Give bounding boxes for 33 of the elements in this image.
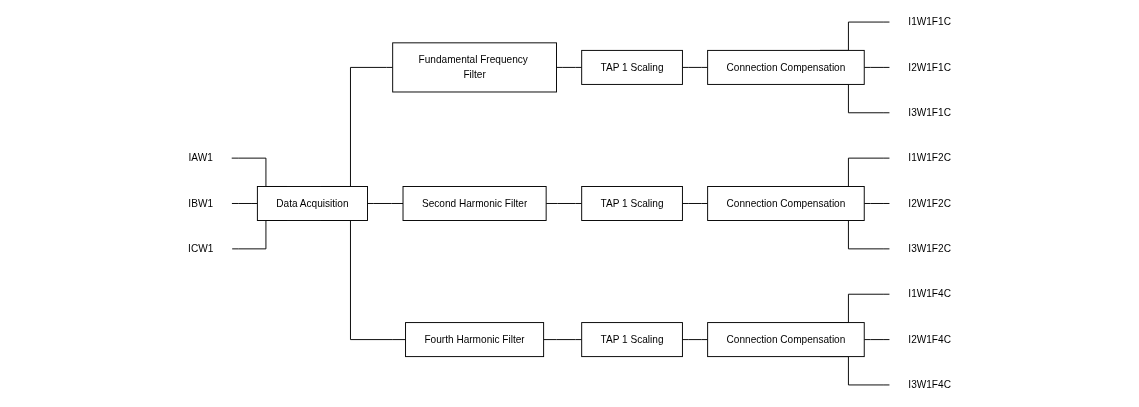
node-text: I2W1F4C xyxy=(908,333,951,345)
node-box: Second Harmonic Filter xyxy=(402,186,547,221)
connector xyxy=(863,66,890,68)
connector xyxy=(543,339,583,341)
connector xyxy=(556,66,583,68)
node-box: Connection Compensation xyxy=(707,322,865,358)
connector xyxy=(681,66,709,68)
connector xyxy=(231,203,258,204)
connector xyxy=(681,203,709,204)
connector xyxy=(863,339,890,341)
node-box: Connection Compensation xyxy=(707,186,865,221)
node-box: Data Acquisition xyxy=(256,186,368,221)
connector xyxy=(863,203,890,204)
connector xyxy=(545,203,583,204)
node-text: I1W1F4C xyxy=(908,288,951,300)
node-text: I3W1F2C xyxy=(908,243,951,254)
node-text: I3W1F4C xyxy=(908,379,951,390)
node-text: I1W1F1C xyxy=(908,16,951,28)
node-box: Fourth Harmonic Filter xyxy=(405,322,545,358)
node-text: I3W1F1C xyxy=(908,107,951,118)
node-text: IBW1 xyxy=(188,197,214,209)
node-text: IAW1 xyxy=(188,152,213,164)
connector xyxy=(681,339,709,341)
node-text: ICW1 xyxy=(188,243,214,254)
node-text: I2W1F1C xyxy=(908,61,951,73)
node-box: TAP 1 Scaling xyxy=(581,322,683,358)
node-box: TAP 1 Scaling xyxy=(581,186,683,221)
node-box: Connection Compensation xyxy=(707,49,865,85)
connector xyxy=(367,203,404,204)
node-text: I2W1F2C xyxy=(908,197,951,209)
node-box: TAP 1 Scaling xyxy=(581,49,683,85)
node-box: Fundamental Frequency Filter xyxy=(392,42,557,93)
node-text: I1W1F2C xyxy=(908,152,951,164)
